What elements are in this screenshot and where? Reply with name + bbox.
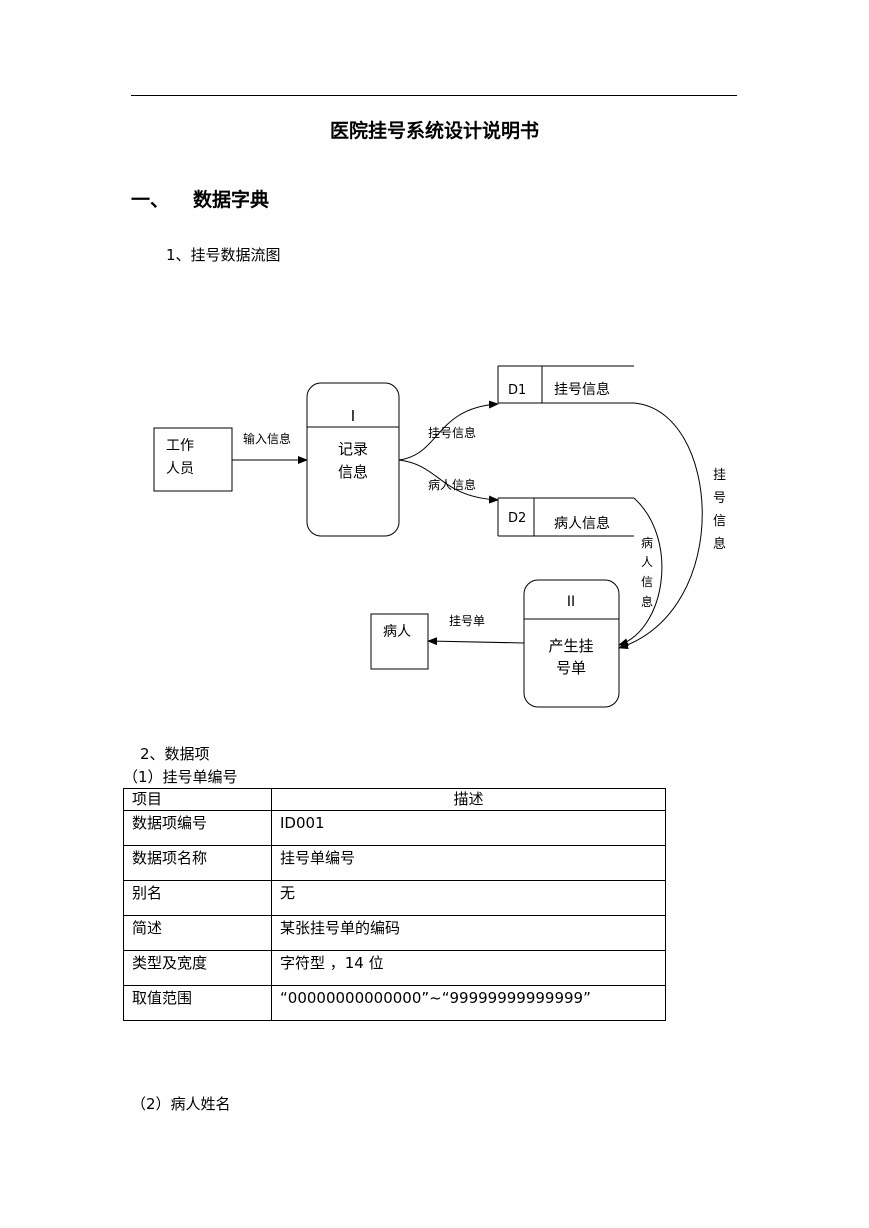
header-rule [131,95,737,96]
entity-patient-label: 病人 [383,624,411,640]
table-cell-value: 字符型 ，14 位 [271,950,666,986]
table-cell-label: 简述 [123,915,272,951]
process-1-label-line2: 信息 [338,463,368,481]
flow-input-info-label: 输入信息 [243,431,291,446]
entity-staff-label-line1: 工作 [166,438,194,454]
table-row: 别名 无 [123,880,666,916]
table-cell-value: 无 [271,880,666,916]
table-cell-value: 挂号单编号 [271,845,666,881]
table-row: 简述 某张挂号单的编码 [123,915,666,951]
table-cell-label: 数据项名称 [123,845,272,881]
table-cell-label: 取值范围 [123,985,272,1021]
flow-patient-info-vertical-4: 息 [641,594,653,609]
table-header-item: 项目 [123,788,272,811]
table-cell-value: “00000000000000”~“99999999999999” [271,985,666,1021]
table-cell-label: 别名 [123,880,272,916]
table-row: 数据项编号 ID001 [123,810,666,846]
process-2-label-line1: 产生挂 [548,637,593,655]
flow-patient-info-label: 病人信息 [428,477,476,492]
flow-d2-to-process-2-arrow [618,497,663,646]
item-1-title: （1）挂号单编号 [123,768,238,786]
subsection-data-items-heading: 2、数据项 [140,745,210,763]
section-number: 一、 [131,189,170,211]
document-title: 医院挂号系统设计说明书 [329,120,539,142]
flow-register-info-vertical-2: 号 [713,491,726,506]
item-2-title: （2）病人姓名 [131,1095,231,1113]
flow-patient-info-vertical-1: 病 [641,535,653,550]
flow-register-slip-arrow [427,637,525,646]
table-cell-value: 某张挂号单的编码 [271,915,666,951]
table-row: 取值范围 “00000000000000”~“99999999999999” [123,985,666,1021]
table-cell-label: 数据项编号 [123,810,272,846]
table-row: 类型及宽度 字符型 ，14 位 [123,950,666,986]
flow-register-info-vertical-1: 挂 [713,468,726,483]
process-1-label-line1: 记录 [338,440,368,458]
store-d1-id: D1 [508,383,526,398]
section-title: 数据字典 [193,189,270,211]
table-header-row: 项目 描述 [123,788,666,811]
store-d2-id: D2 [508,511,526,526]
store-d2-name: 病人信息 [554,515,610,532]
flow-to-d1-arrow [398,400,499,461]
flow-to-d2-arrow [398,459,499,504]
process-2-box [523,579,620,708]
process-1-box [306,382,400,537]
flow-register-info-label: 挂号信息 [428,425,476,440]
table-header-description: 描述 [271,788,666,811]
entity-staff-label-line2: 人员 [166,461,194,477]
flow-patient-info-vertical-3: 信 [641,575,653,589]
store-d1-name: 挂号信息 [554,381,610,398]
process-2-id: II [567,594,575,610]
entity-patient-box [370,613,429,670]
flow-register-info-vertical-3: 信 [713,514,726,529]
table-cell-value: ID001 [271,810,666,846]
flow-register-slip-label: 挂号单 [449,614,485,628]
flow-d1-to-process-2-arrow [618,402,703,649]
process-2-label-line2: 号单 [556,659,586,677]
flow-patient-info-vertical-2: 人 [641,555,653,569]
flow-register-info-vertical-4: 息 [713,536,726,552]
table-cell-label: 类型及宽度 [123,950,272,986]
subsection-dataflow-heading: 1、挂号数据流图 [166,246,281,264]
data-item-table: 项目 描述 数据项编号 ID001 数据项名称 挂号单编号 别名 无 简述 某张… [123,788,666,1021]
process-1-id: I [351,407,355,425]
table-row: 数据项名称 挂号单编号 [123,845,666,881]
